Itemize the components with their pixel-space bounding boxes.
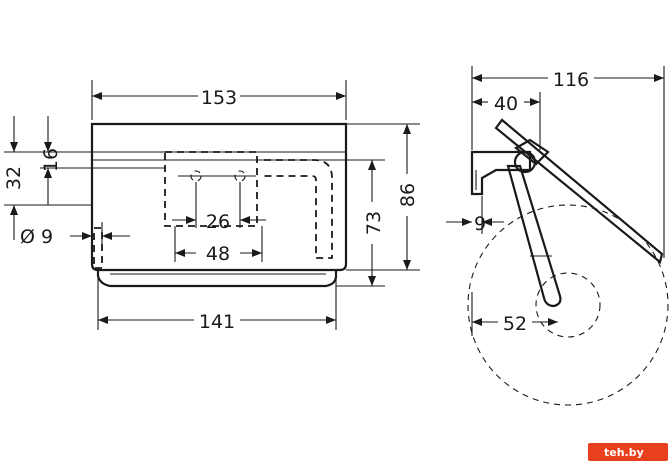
roll-core-hidden	[535, 272, 601, 338]
dim-40: 40	[472, 92, 541, 150]
mounting-plate-hidden	[164, 151, 258, 227]
dim-153-label: 153	[201, 87, 237, 109]
dim-52: 52	[471, 292, 558, 336]
dim-26: 26	[172, 182, 266, 233]
dim-86-label: 86	[397, 183, 419, 207]
dim-86: 86	[346, 123, 420, 271]
dim-116: 116	[471, 66, 665, 258]
dim-dia-9-label: Ø 9	[20, 226, 53, 248]
watermark-label: teh.by	[604, 446, 644, 459]
front-body-outline	[90, 122, 348, 272]
dim-48: 48	[174, 226, 263, 265]
dim-16: 16	[40, 116, 165, 205]
dim-116-label: 116	[553, 69, 589, 91]
dim-side-9: 9	[446, 196, 504, 235]
dim-141: 141	[97, 278, 337, 333]
dim-26-label: 26	[206, 211, 230, 233]
dim-16-label: 16	[40, 148, 62, 172]
holder-arm-hidden	[264, 159, 333, 259]
dim-40-label: 40	[494, 93, 518, 115]
dim-73: 73	[336, 159, 385, 287]
side-view	[467, 118, 669, 406]
roll-outer-hidden	[467, 204, 669, 406]
dim-52-label: 52	[503, 313, 527, 335]
cover-lid	[494, 118, 664, 264]
roll-arm	[506, 164, 562, 308]
pin-hidden	[93, 227, 103, 269]
dim-48-label: 48	[206, 243, 230, 265]
dim-73-label: 73	[363, 211, 385, 235]
cover-hinge	[514, 138, 550, 166]
dim-32: 32	[3, 116, 165, 240]
watermark-badge	[588, 443, 668, 461]
dim-141-label: 141	[199, 311, 235, 333]
dim-153: 153	[91, 80, 347, 120]
dim-side-9-label: 9	[474, 213, 486, 235]
dim-32-label: 32	[3, 166, 25, 190]
watermark-logo: teh.by	[588, 443, 668, 461]
dim-dia-9: Ø 9	[20, 222, 130, 250]
bottom-tray	[96, 270, 338, 288]
